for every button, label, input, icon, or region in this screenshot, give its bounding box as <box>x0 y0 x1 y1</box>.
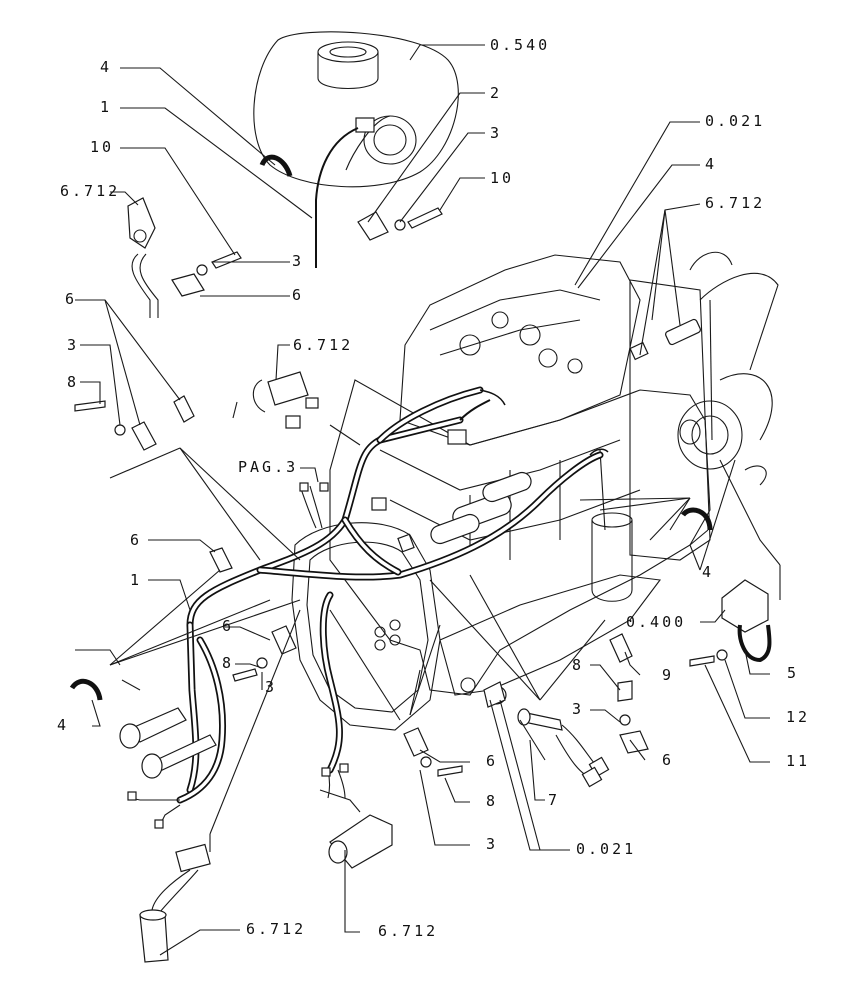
label-6-712-mid: 6.712 <box>293 336 353 354</box>
label-3-upper-left: 3 <box>292 252 304 270</box>
label-1-top: 1 <box>100 98 112 116</box>
temperature-sender-lead <box>315 117 375 268</box>
label-3-bottom-centre: 3 <box>486 835 498 853</box>
harness-plugs-lower-left <box>69 678 217 829</box>
label-2: 2 <box>490 84 502 102</box>
label-8-bottom-centre: 8 <box>486 792 498 810</box>
label-6-712-bottom-left: 6.712 <box>246 920 306 938</box>
part-labels: 0.540 2 3 10 4 1 10 6.712 3 6 0.021 4 6.… <box>57 36 810 940</box>
label-6-mid-left: 6 <box>130 531 142 549</box>
oil-filter <box>591 512 633 602</box>
label-8-lower-mid: 8 <box>222 654 234 672</box>
label-12: 12 <box>786 708 810 726</box>
label-6-712-bottom-centre: 6.712 <box>378 922 438 940</box>
label-3-left: 3 <box>67 336 79 354</box>
sender-unit-bottom-centre <box>321 763 393 869</box>
label-4-top-right: 4 <box>705 155 717 173</box>
label-6-right: 6 <box>662 751 674 769</box>
flywheel-housing <box>291 522 441 731</box>
label-pag-3: PAG.3 <box>238 458 298 476</box>
sensor-middle-left <box>252 371 329 529</box>
label-6-lower-mid: 6 <box>222 617 234 635</box>
label-3-lower-mid: 3 <box>265 678 277 696</box>
label-11: 11 <box>786 752 810 770</box>
label-6-bottom-centre: 6 <box>486 752 498 770</box>
label-9: 9 <box>662 666 674 684</box>
label-0-540-top: 0.540 <box>490 36 550 54</box>
turbocharger-housing <box>253 31 459 188</box>
label-5: 5 <box>787 664 799 682</box>
label-0-021-top-right: 0.021 <box>705 112 765 130</box>
label-6-left: 6 <box>65 290 77 308</box>
label-4-top-left: 4 <box>100 58 112 76</box>
leader-lines <box>75 44 781 956</box>
injector-pipes <box>430 471 532 545</box>
label-10-top-left: 10 <box>90 138 114 156</box>
label-4-right: 4 <box>702 563 714 581</box>
label-3-top: 3 <box>490 124 502 142</box>
label-3-right: 3 <box>572 700 584 718</box>
label-8-left: 8 <box>67 373 79 391</box>
label-4-lower-left: 4 <box>57 716 69 734</box>
label-6-712-top-left: 6.712 <box>60 182 120 200</box>
wiring-harness <box>176 386 609 804</box>
engine-block <box>291 254 711 731</box>
label-0-400: 0.400 <box>626 613 686 631</box>
label-6-712-top-right: 6.712 <box>705 194 765 212</box>
clamp-parts-top <box>171 154 443 297</box>
label-0-021-bottom: 0.021 <box>576 840 636 858</box>
front-cover-and-fan <box>629 251 779 561</box>
label-7: 7 <box>548 791 560 809</box>
sensor-and-clips-right <box>403 579 772 788</box>
label-1-mid-left: 1 <box>130 571 142 589</box>
clip-parts-mid <box>74 395 713 682</box>
label-6-upper-left: 6 <box>292 286 304 304</box>
sender-unit-top-left <box>127 197 159 318</box>
label-10-top-right: 10 <box>490 169 514 187</box>
label-8-right: 8 <box>572 656 584 674</box>
sender-unit-lower-left <box>139 843 211 963</box>
